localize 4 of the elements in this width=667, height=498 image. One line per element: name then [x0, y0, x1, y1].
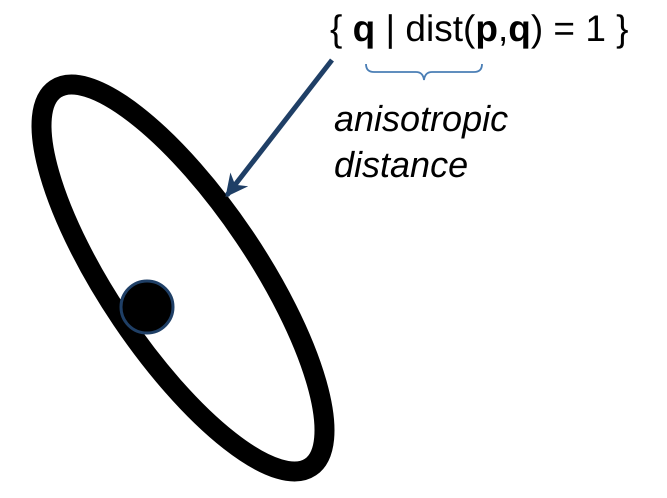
arrow	[224, 58, 334, 198]
annotation-text: anisotropic distance	[334, 97, 510, 187]
ellipse-outline	[32, 74, 334, 482]
set-formula: { q | dist(p,q) = 1 }	[330, 8, 629, 50]
